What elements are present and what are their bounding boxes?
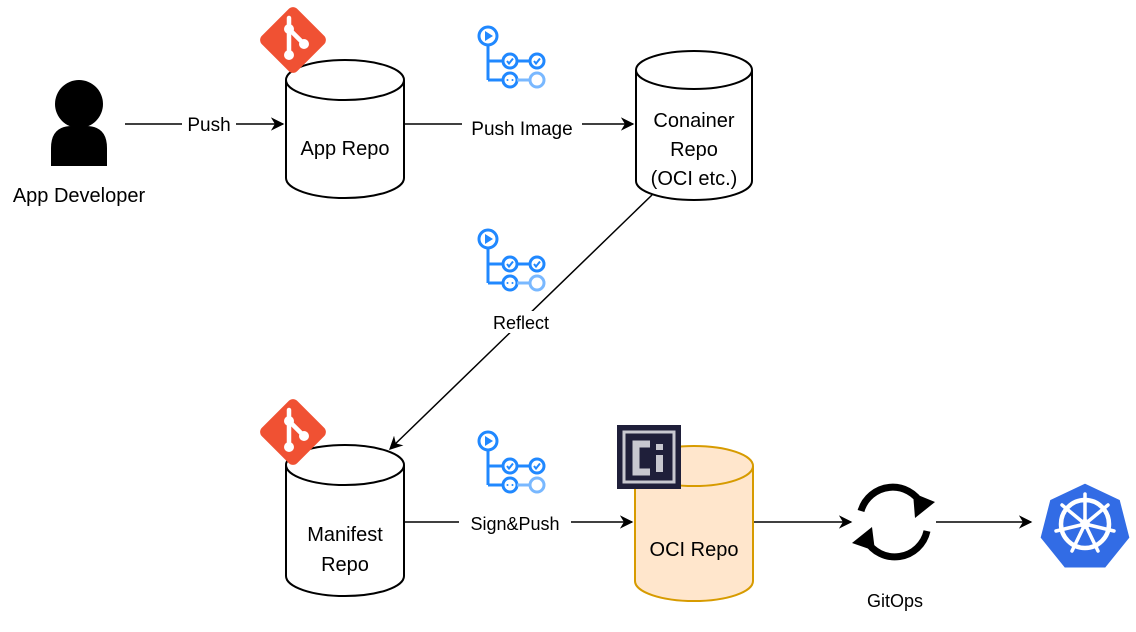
manifest-repo: Manifest Repo (285, 444, 405, 597)
push-label: Push (187, 115, 230, 136)
reflect-label: Reflect (493, 313, 549, 333)
container-repo-label-line3: (OCI etc.) (651, 168, 738, 190)
container-repo: Conainer Repo (OCI etc.) (635, 50, 753, 201)
gitops-label: GitOps (867, 591, 923, 611)
github-actions-icon (477, 228, 546, 292)
app-repo-label: App Repo (301, 138, 390, 160)
user-icon (51, 80, 107, 166)
github-actions-icon (477, 25, 546, 89)
push-image-label: Push Image (471, 119, 572, 140)
oci-repo-label: OCI Repo (650, 539, 739, 561)
developer-label: App Developer (13, 185, 146, 207)
ci-icon (617, 425, 681, 489)
app-developer: App Developer (13, 80, 146, 207)
github-actions-icon (477, 430, 546, 494)
sync-icon (852, 483, 935, 561)
container-repo-label-line1: Conainer (653, 110, 735, 132)
manifest-repo-label-line1: Manifest (307, 524, 383, 546)
manifest-repo-label-line2: Repo (321, 554, 369, 576)
app-repo: App Repo (285, 59, 405, 199)
sign-push-label: Sign&Push (470, 514, 559, 534)
kubernetes-icon (1037, 480, 1133, 571)
container-repo-label-line2: Repo (670, 139, 718, 161)
